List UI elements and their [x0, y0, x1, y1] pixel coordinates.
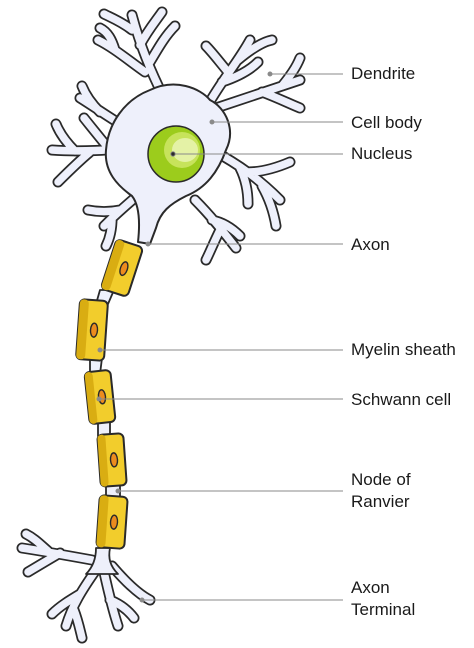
label-schwann-cell: Schwann cell	[351, 390, 452, 409]
label-cell-body: Cell body	[351, 113, 422, 132]
label-axon: Axon	[351, 235, 390, 254]
label-node-of-ranvier: Node of Ranvier	[351, 469, 411, 513]
myelin-sheaths	[75, 239, 144, 550]
label-axon-terminal-line2: Terminal	[351, 600, 416, 619]
neuron-outline	[22, 12, 300, 638]
myelin-segment-2	[75, 298, 109, 362]
label-nucleus: Nucleus	[351, 144, 413, 163]
label-myelin-sheath: Myelin sheath	[351, 340, 456, 359]
label-node-of-ranvier-line2: Ranvier	[351, 492, 410, 511]
label-node-of-ranvier-line1: Node of	[351, 470, 411, 489]
label-dendrite: Dendrite	[351, 64, 416, 83]
leader-lines	[96, 71, 343, 603]
label-axon-terminal-line1: Axon	[351, 578, 390, 597]
myelin-segment-1	[100, 239, 144, 297]
myelin-segment-5	[95, 494, 129, 550]
label-axon-terminal: Axon Terminal	[351, 577, 415, 621]
myelin-segment-4	[96, 432, 128, 488]
